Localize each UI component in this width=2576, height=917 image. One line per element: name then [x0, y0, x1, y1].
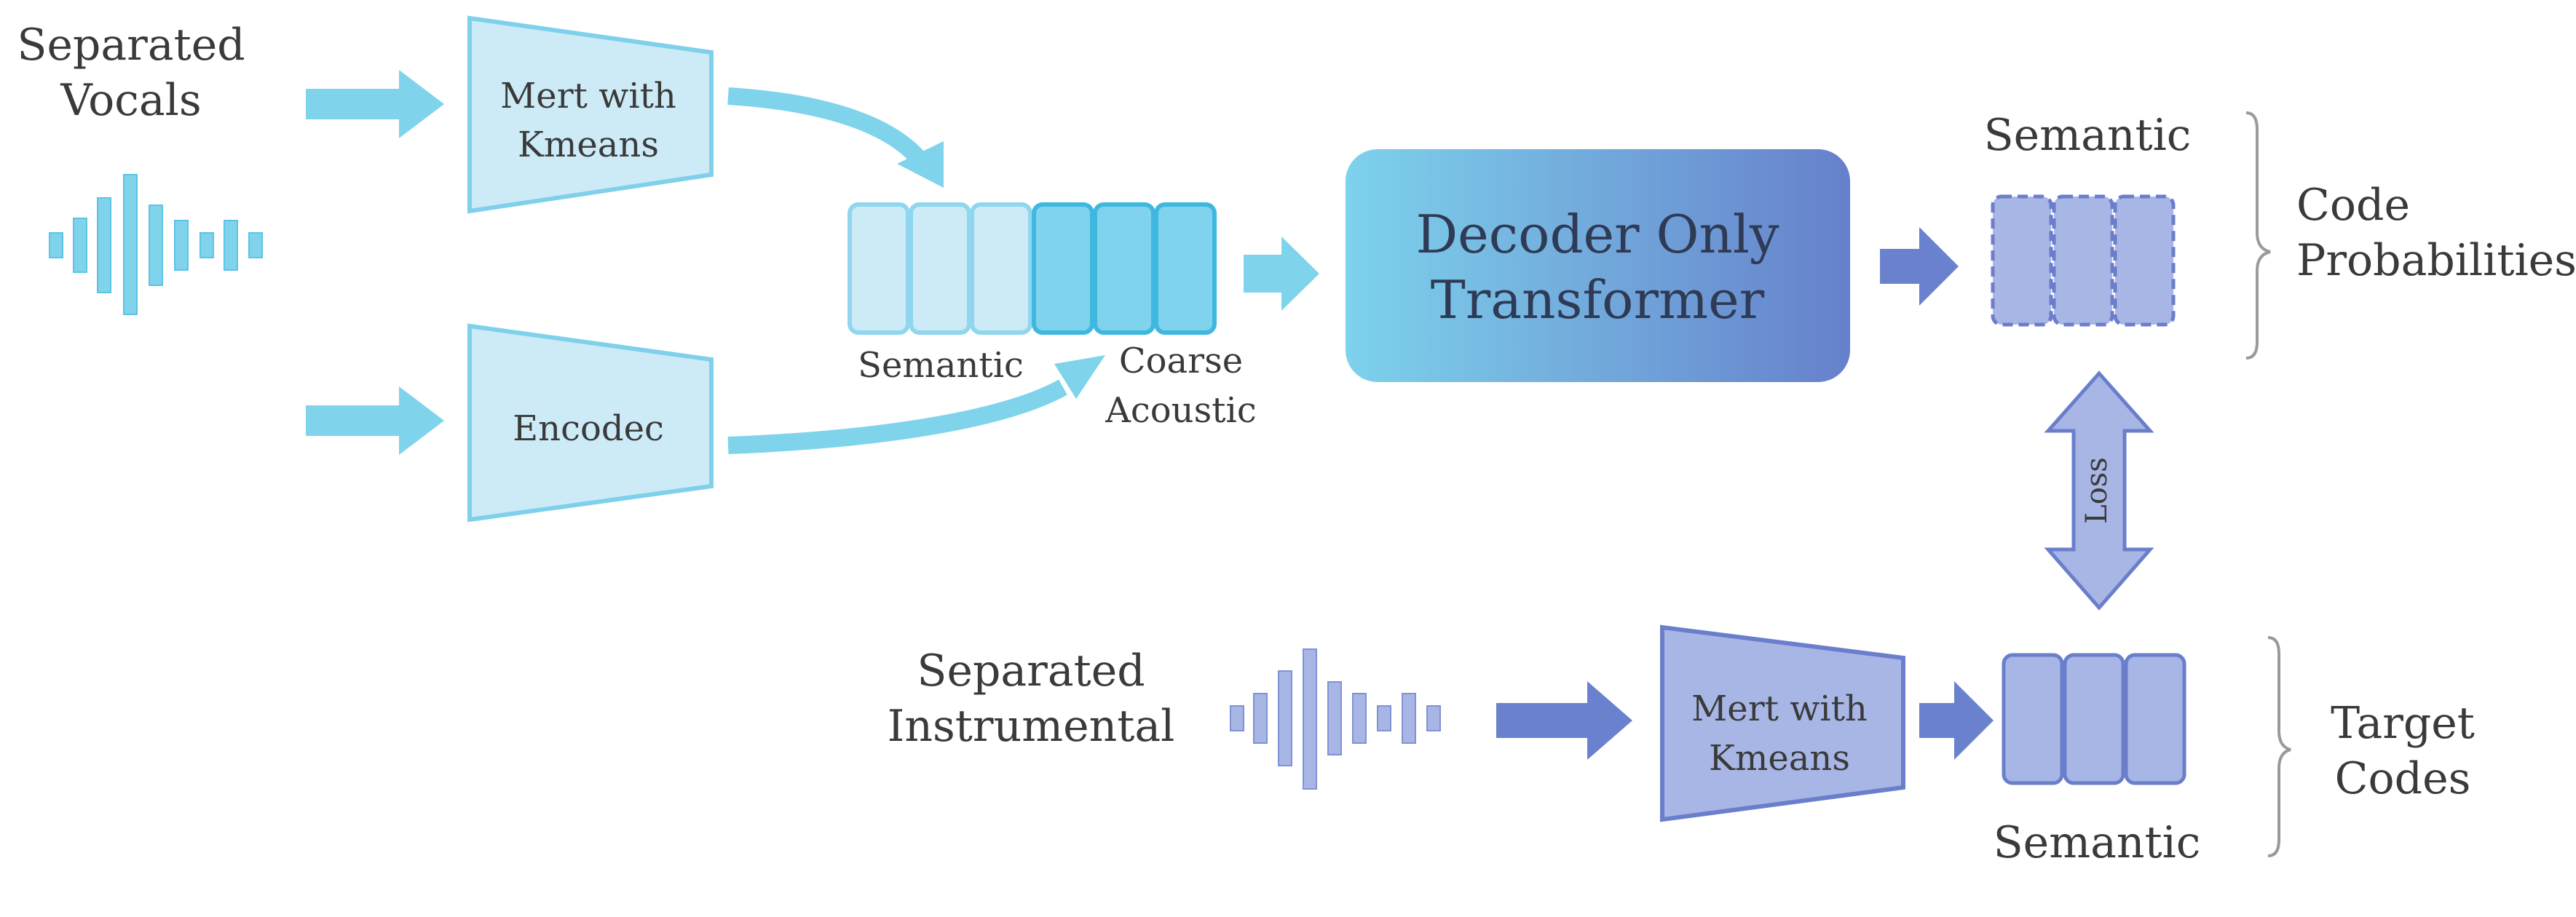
semantic-token — [909, 202, 971, 335]
target-token-sequence — [2002, 653, 2186, 785]
target-codes-brace — [2267, 636, 2291, 857]
decoder-only-transformer-block — [1346, 149, 1850, 382]
mert-to-tokens-curve-arrow — [727, 87, 944, 188]
separated-instrumental-label-1: Separated — [917, 646, 1145, 696]
tokens-to-transformer-arrow — [1244, 237, 1319, 311]
output-token — [1991, 194, 2053, 327]
transformer-to-output-arrow — [1880, 227, 1959, 306]
output-token — [2113, 194, 2176, 327]
target-token — [2002, 653, 2064, 785]
coarse-acoustic-label-1: Coarse — [1119, 341, 1243, 381]
mert-top-label-2: Kmeans — [518, 124, 659, 165]
mert-bottom-label-2: Kmeans — [1709, 738, 1850, 779]
target-token — [2124, 653, 2186, 785]
output-token — [2052, 194, 2114, 327]
vocals-to-encodec-arrow — [306, 386, 444, 455]
mert-kmeans-bottom-block — [1660, 624, 1905, 822]
mert-kmeans-top-block — [467, 15, 714, 214]
coarse-token — [1093, 202, 1155, 335]
code-probabilities-brace — [2245, 111, 2271, 360]
instrumental-to-mert-arrow — [1496, 681, 1632, 760]
separated-vocals-label-1: Separated — [17, 20, 245, 71]
encodec-block — [467, 323, 714, 523]
code-probabilities-label-1: Code — [2296, 180, 2410, 231]
coarse-token — [1032, 202, 1094, 335]
loss-label: Loss — [2080, 457, 2114, 524]
coarse-token — [1154, 202, 1217, 335]
transformer-label-1: Decoder Only — [1415, 204, 1779, 265]
transformer-label-2: Transformer — [1431, 269, 1765, 330]
vocals-to-mert-arrow — [306, 70, 444, 138]
input-token-sequence — [848, 202, 1217, 335]
target-token — [2063, 653, 2125, 785]
semantic-token — [970, 202, 1032, 335]
encodec-label: Encodec — [513, 408, 664, 449]
output-token-sequence — [1991, 194, 2176, 327]
mert-bottom-label-1: Mert with — [1691, 688, 1868, 729]
semantic-output-label: Semantic — [1984, 110, 2192, 161]
coarse-acoustic-label-2: Acoustic — [1105, 390, 1257, 431]
separated-vocals-label-2: Vocals — [60, 75, 201, 126]
mert-to-target-arrow — [1919, 681, 1994, 760]
separated-instrumental-label-2: Instrumental — [888, 701, 1175, 752]
encodec-to-tokens-curve-arrow — [727, 355, 1105, 454]
semantic-target-label: Semantic — [1994, 817, 2201, 868]
vocals-waveform-icon — [49, 174, 263, 315]
code-probabilities-label-2: Probabilities — [2296, 235, 2576, 286]
semantic-token — [848, 202, 910, 335]
loss-double-arrow — [2044, 370, 2154, 611]
semantic-input-label: Semantic — [858, 345, 1024, 386]
mert-top-label-1: Mert with — [500, 76, 676, 116]
target-codes-label-1: Target — [2331, 698, 2475, 749]
instrumental-waveform-icon — [1230, 648, 1441, 790]
target-codes-label-2: Codes — [2335, 753, 2471, 804]
